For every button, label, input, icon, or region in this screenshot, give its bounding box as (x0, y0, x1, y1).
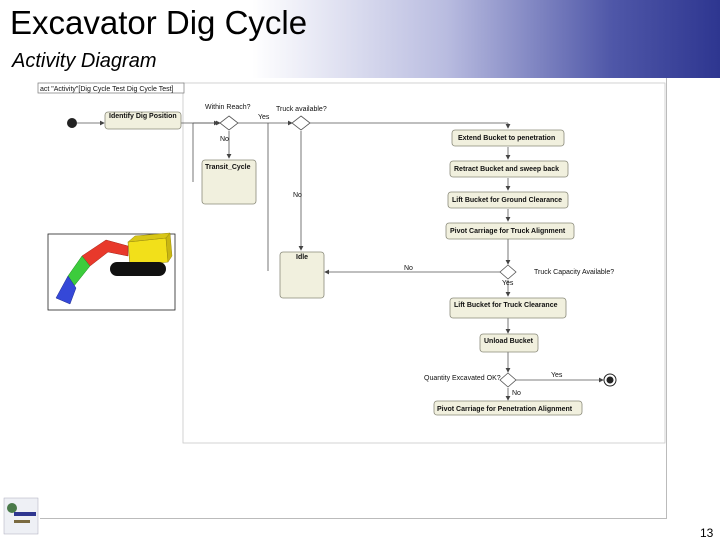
action-pivot-penetration (433, 400, 583, 416)
action-lift-truck (449, 297, 567, 319)
decision-within-reach (219, 115, 239, 131)
decision-quantity (499, 372, 517, 388)
action-unload-bucket (479, 333, 539, 353)
guard-quantity: Quantity Excavated OK? (424, 375, 501, 382)
final-node (606, 376, 614, 384)
header-band (0, 0, 720, 78)
action-lift-ground (447, 191, 569, 209)
guard-yes-capacity: Yes (502, 280, 514, 287)
guard-yes-reach: Yes (258, 114, 270, 121)
label-pivot-penetration: Pivot Carriage for Penetration Alignment (437, 406, 573, 413)
guard-yes-quantity: Yes (551, 372, 563, 379)
label-extend: Extend Bucket to penetration (458, 135, 555, 142)
slide-subtitle: Activity Diagram (12, 50, 157, 72)
guard-no-reach: No (220, 136, 229, 143)
guard-no-capacity: No (404, 265, 413, 272)
guard-within-reach: Within Reach? (205, 104, 251, 111)
action-transit-cycle (201, 159, 257, 205)
frame-label: act "Activity"[Dig Cycle Test Dig Cycle … (40, 86, 174, 93)
decision-truck-available (291, 115, 311, 131)
label-identify: Identify Dig Position (109, 113, 177, 120)
label-retract: Retract Bucket and sweep back (454, 166, 559, 173)
label-lift-ground: Lift Bucket for Ground Clearance (452, 197, 562, 204)
action-pivot-truck (445, 222, 575, 240)
label-pivot-truck: Pivot Carriage for Truck Alignment (450, 228, 566, 235)
frame-label-box (37, 82, 185, 94)
activity-frame (182, 82, 666, 444)
action-identify-dig-position (104, 111, 182, 130)
diagram-frame (40, 78, 667, 519)
company-logo (3, 497, 39, 535)
guard-truck-available: Truck available? (276, 106, 327, 113)
action-idle (279, 251, 325, 299)
label-transit: Transit_Cycle (205, 164, 251, 171)
guard-truck-capacity: Truck Capacity Available? (534, 269, 614, 276)
initial-node (67, 118, 77, 128)
guard-no-truck: No (293, 192, 302, 199)
excavator-illustration (47, 232, 176, 311)
action-retract-bucket (449, 160, 569, 178)
slide-title: Excavator Dig Cycle (10, 4, 308, 41)
page-number: 13 (700, 526, 714, 540)
label-lift-truck: Lift Bucket for Truck Clearance (454, 302, 558, 309)
label-unload: Unload Bucket (484, 338, 534, 345)
action-extend-bucket (451, 129, 565, 147)
guard-no-quantity: No (512, 390, 521, 397)
decision-truck-capacity (499, 264, 517, 280)
label-idle: Idle (296, 254, 308, 261)
